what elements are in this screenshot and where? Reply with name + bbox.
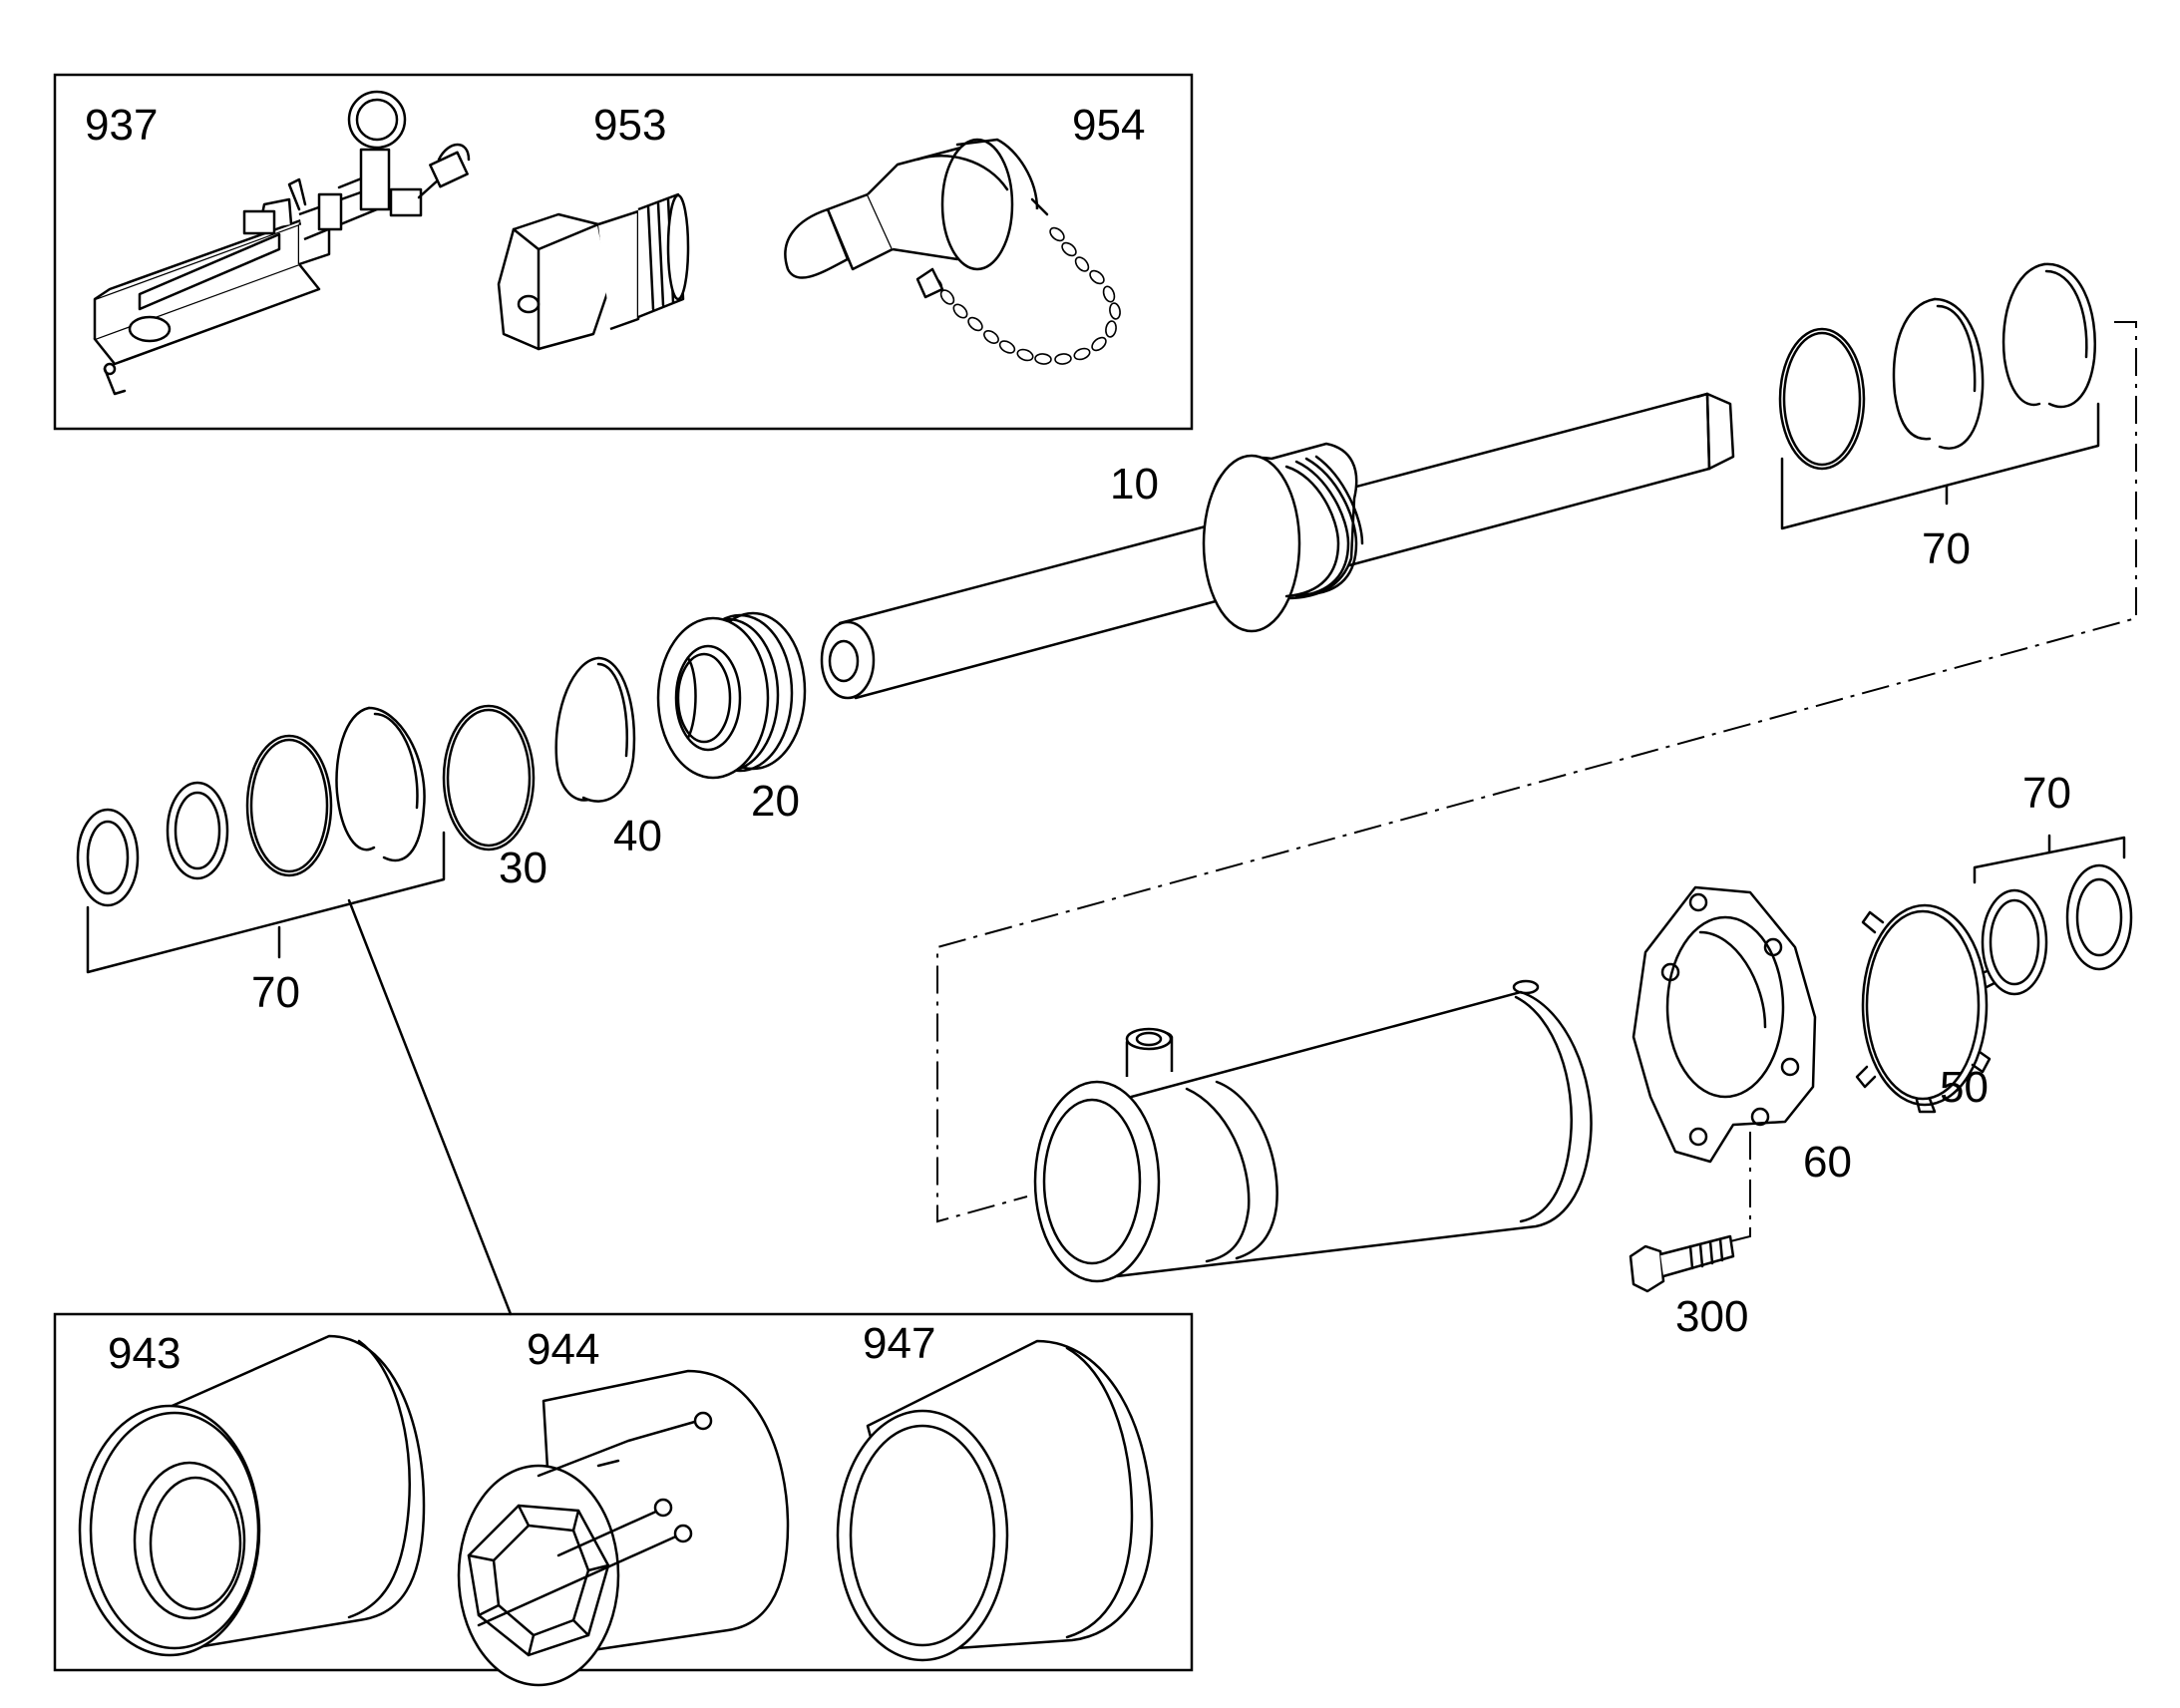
callout-70-left: 70 (251, 968, 300, 1017)
calibration-sleeve-947 (836, 1339, 1154, 1662)
callout-40: 40 (613, 812, 662, 860)
bracket-70-left (86, 831, 446, 974)
hand-pump-937 (93, 90, 471, 396)
cylinder-head-20 (656, 611, 807, 780)
callout-10: 10 (1110, 460, 1159, 509)
callout-50: 50 (1940, 1063, 1989, 1112)
tools-box-top (53, 73, 1194, 431)
expanding-mandrel-944 (457, 1369, 790, 1687)
bolt-axis-line (1729, 1132, 1751, 1242)
callout-300: 300 (1675, 1292, 1748, 1341)
callout-947: 947 (863, 1319, 935, 1368)
snap-ring-40 (554, 656, 636, 803)
callout-30: 30 (499, 844, 547, 892)
tools-box-bottom (53, 1312, 1194, 1672)
threaded-fitting-953 (497, 192, 690, 351)
callout-937: 937 (85, 101, 158, 150)
flange-plate-60 (1632, 885, 1817, 1164)
callout-20: 20 (751, 777, 800, 826)
callout-60: 60 (1803, 1138, 1852, 1187)
bracket-70-top (1780, 402, 2100, 530)
callout-943: 943 (108, 1329, 181, 1378)
elbow-fitting-954 (784, 138, 1121, 365)
seal-rings-left (76, 704, 536, 907)
callout-70-top: 70 (1922, 524, 1971, 573)
piston-rod-10 (820, 392, 1735, 700)
callout-70-right: 70 (2022, 769, 2071, 818)
seal-rings-bottom-right (1981, 863, 2133, 996)
callout-944: 944 (527, 1325, 599, 1374)
cylinder-tube (1033, 979, 1593, 1283)
leader-70-to-tools (347, 898, 513, 1316)
chain-links (927, 226, 1121, 365)
callout-954: 954 (1072, 101, 1145, 150)
seal-rings-top-right (1778, 262, 2096, 471)
assembly-sleeve-943 (78, 1334, 426, 1657)
hex-bolt-300 (1629, 1234, 1735, 1293)
callout-953: 953 (593, 101, 666, 150)
assembly-centerline (936, 321, 2137, 1223)
